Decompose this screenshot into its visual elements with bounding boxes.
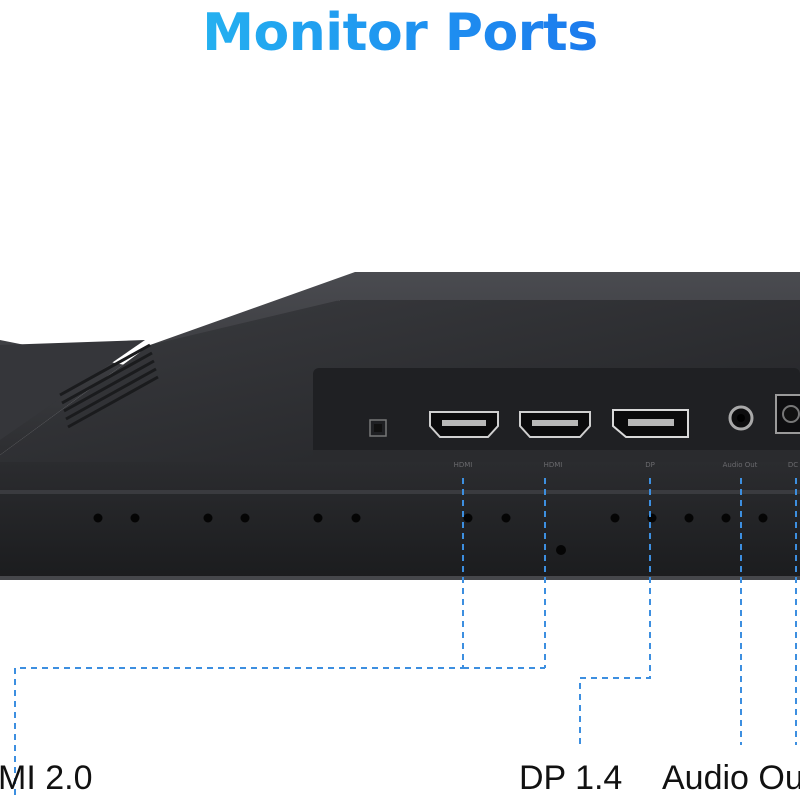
displayport	[612, 409, 689, 438]
port-label-dc: DC	[788, 461, 798, 469]
audio-jack	[728, 405, 754, 431]
port-label-audio: Audio Out	[723, 461, 758, 469]
dc-power-port	[775, 394, 800, 434]
hdmi-port-1	[429, 411, 499, 438]
hdmi-port-2	[519, 411, 591, 438]
caption-hdmi: MI 2.0	[0, 759, 93, 797]
port-label-hdmi-2: HDMI	[544, 461, 563, 469]
caption-audio-out: Audio Ou	[662, 759, 800, 797]
vent-grille	[59, 343, 159, 429]
page-title: Monitor Ports	[0, 0, 800, 66]
leader-lines	[14, 478, 797, 800]
port-label-dp: DP	[645, 461, 655, 469]
leader-line-dp	[579, 478, 651, 745]
port-label-hdmi-1: HDMI	[454, 461, 473, 469]
leader-line-hdmi	[14, 478, 464, 800]
caption-dp: DP 1.4	[519, 759, 623, 797]
kensington-slot-icon	[369, 419, 387, 437]
monitor-side-face	[0, 340, 145, 440]
monitor-body	[0, 272, 800, 580]
bezel-dots	[93, 513, 768, 555]
front-bezel	[0, 462, 800, 580]
